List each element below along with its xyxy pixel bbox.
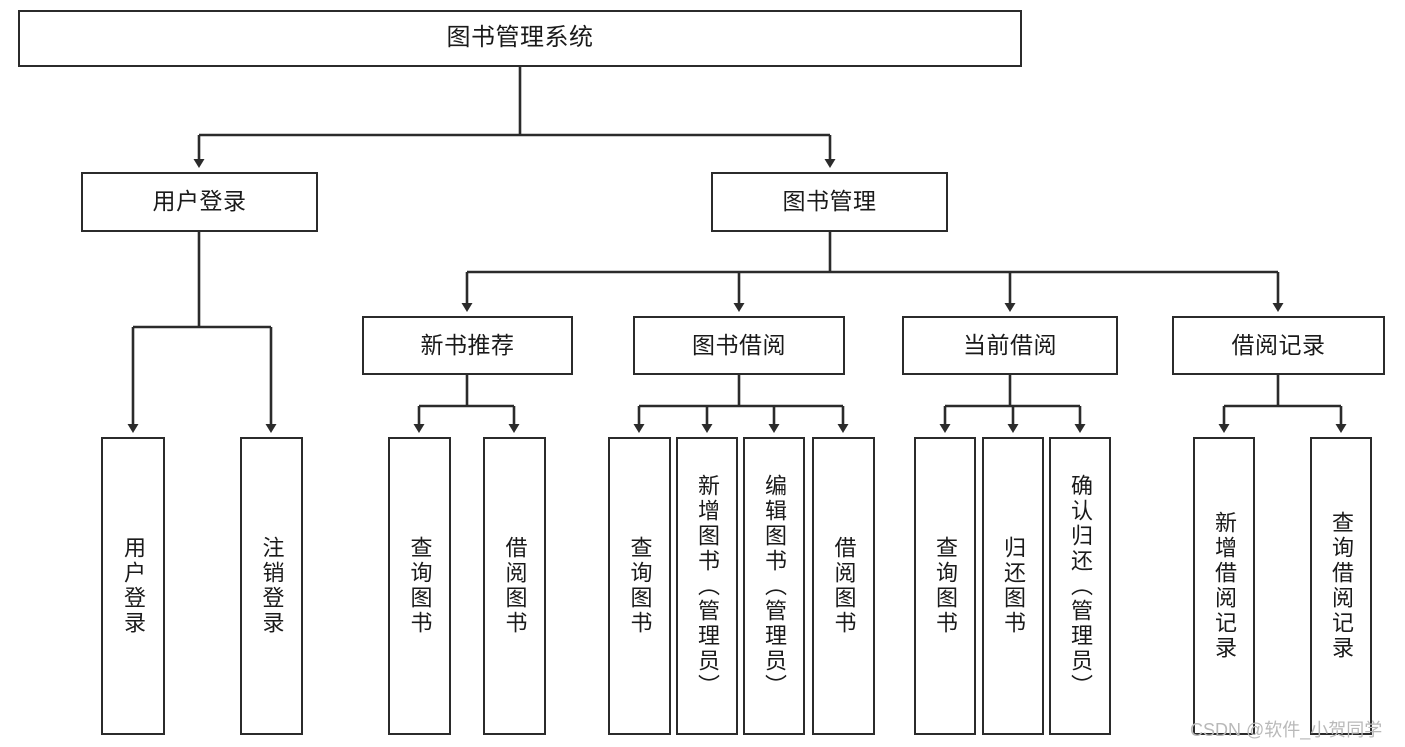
node-label: 注销登录: [259, 536, 285, 636]
node-label: 新书推荐: [420, 331, 515, 358]
leaf-query-books-borrowing[interactable]: 查询图书: [608, 437, 671, 735]
node-label: 新增借阅记录: [1211, 511, 1237, 661]
leaf-query-borrow-record[interactable]: 查询借阅记录: [1310, 437, 1372, 735]
node-label: 用户登录: [152, 188, 247, 215]
leaf-add-book-admin[interactable]: 新增图书（管理员）: [676, 437, 738, 735]
node-user-login[interactable]: 用户登录: [81, 172, 318, 232]
node-label: 借阅记录: [1231, 331, 1326, 358]
node-new-book-recommendation[interactable]: 新书推荐: [362, 316, 573, 375]
node-label: 确认归还（管理员）: [1067, 473, 1093, 699]
node-label: 归还图书: [1000, 536, 1026, 636]
leaf-edit-book-admin[interactable]: 编辑图书（管理员）: [743, 437, 805, 735]
leaf-query-books-current[interactable]: 查询图书: [914, 437, 976, 735]
node-label: 用户登录: [120, 536, 146, 636]
leaf-return-books[interactable]: 归还图书: [982, 437, 1044, 735]
node-label: 借阅图书: [831, 536, 857, 636]
leaf-logout[interactable]: 注销登录: [240, 437, 303, 735]
node-label: 图书管理系统: [446, 24, 594, 52]
node-label: 编辑图书（管理员）: [761, 473, 787, 699]
node-label: 图书管理: [782, 188, 877, 215]
node-borrow-records[interactable]: 借阅记录: [1172, 316, 1385, 375]
node-label: 查询图书: [932, 536, 958, 636]
leaf-query-books-recommend[interactable]: 查询图书: [388, 437, 451, 735]
node-label: 查询图书: [627, 536, 653, 636]
node-label: 图书借阅: [692, 331, 786, 358]
node-current-borrowing[interactable]: 当前借阅: [902, 316, 1118, 375]
node-label: 借阅图书: [502, 536, 528, 636]
node-root[interactable]: 图书管理系统: [18, 10, 1022, 67]
node-book-management[interactable]: 图书管理: [711, 172, 948, 232]
node-label: 查询借阅记录: [1328, 511, 1354, 661]
csdn-watermark: CSDN @软件_小贺同学: [1190, 720, 1383, 740]
leaf-borrow-books-borrowing[interactable]: 借阅图书: [812, 437, 875, 735]
node-label: 当前借阅: [963, 331, 1057, 358]
leaf-borrow-books-recommend[interactable]: 借阅图书: [483, 437, 546, 735]
node-book-borrowing[interactable]: 图书借阅: [633, 316, 845, 375]
node-label: 新增图书（管理员）: [694, 473, 720, 699]
node-label: 查询图书: [407, 536, 433, 636]
leaf-user-login[interactable]: 用户登录: [101, 437, 165, 735]
leaf-add-borrow-record[interactable]: 新增借阅记录: [1193, 437, 1255, 735]
leaf-confirm-return-admin[interactable]: 确认归还（管理员）: [1049, 437, 1111, 735]
